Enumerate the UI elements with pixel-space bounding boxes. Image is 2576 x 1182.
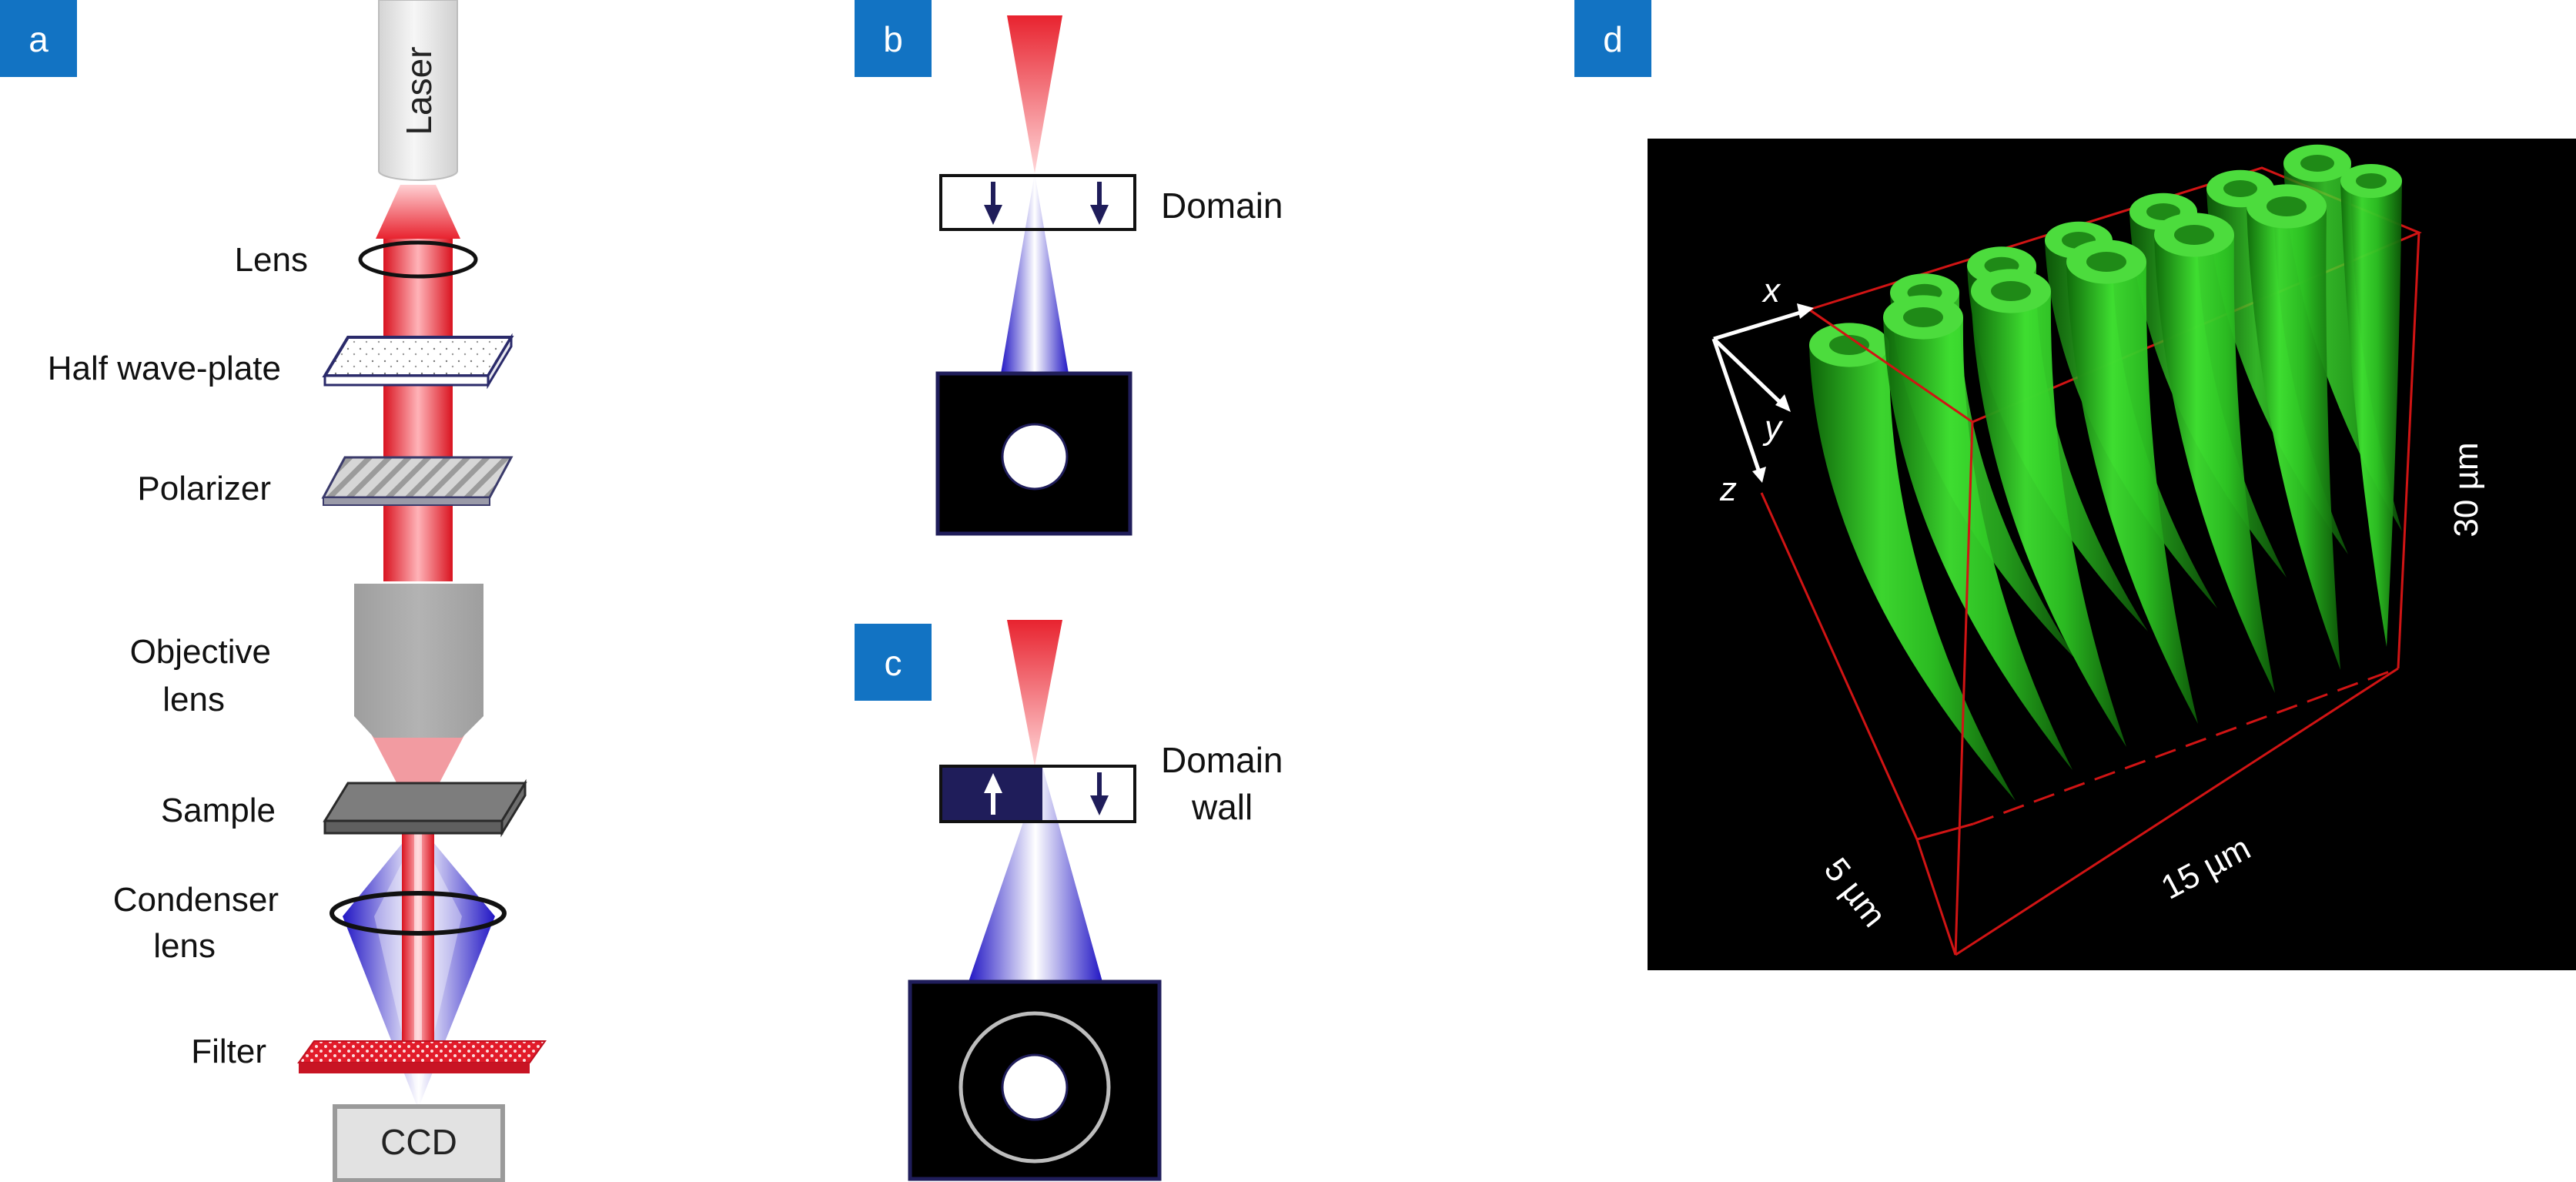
red-beam-focus-cone <box>362 716 474 824</box>
lens-icon <box>358 240 478 279</box>
condenser-lens-icon <box>330 891 507 936</box>
half-wave-plate-edge <box>323 374 490 387</box>
objective-lens-icon <box>354 584 483 738</box>
objective-label-line1: Objective <box>130 633 271 671</box>
red-beam-core <box>414 832 422 1070</box>
panel-c: c Domain wall <box>855 620 1283 1181</box>
c-domain-box <box>939 765 1136 823</box>
panel-a-tag-label: a <box>28 19 49 59</box>
polarizer-label: Polarizer <box>137 470 271 507</box>
c-domain-label-line1: Domain <box>1161 740 1283 780</box>
ccd-box <box>333 1104 505 1182</box>
panel-a-tag <box>0 0 77 77</box>
d-domain-column <box>1809 323 2016 801</box>
panel-c-tag <box>855 624 932 701</box>
objective-label-line2: lens <box>162 681 225 718</box>
panel-b-tag <box>855 0 932 77</box>
b-domain-box <box>939 174 1136 231</box>
ccd-label: CCD <box>380 1122 457 1162</box>
b-red-beam-cone <box>1007 15 1062 173</box>
d-axis-y-label: y <box>1762 409 1784 447</box>
panel-b: b Domain <box>855 0 1283 536</box>
panel-a: a Laser Lens Half wave-plate Polarizer O… <box>0 0 547 1182</box>
c-domain-arrow-up <box>984 773 1002 815</box>
panel-c-tag-label: c <box>885 643 902 683</box>
c-domain-arrow-down <box>1090 772 1109 815</box>
d-dim-height-label: 30 µm <box>2447 442 2485 537</box>
c-image-spot <box>1001 1053 1069 1121</box>
sample-label: Sample <box>161 792 276 829</box>
b-domain-label: Domain <box>1161 186 1283 226</box>
laser-source: Laser <box>378 0 458 181</box>
panel-d-tag <box>1574 0 1651 77</box>
condenser-label-line2: lens <box>153 927 216 965</box>
panel-d: d x y z <box>1574 0 2576 970</box>
filter-icon <box>297 1040 547 1063</box>
b-blue-cone <box>1001 173 1069 373</box>
c-domain-label-line2: wall <box>1191 787 1253 827</box>
polarizer-edge <box>323 497 490 506</box>
panel-d-tag-label: d <box>1603 19 1623 59</box>
sample-side <box>500 779 527 838</box>
c-red-beam-cone <box>1007 620 1062 766</box>
sample-edge <box>323 819 503 835</box>
lens-label: Lens <box>235 241 308 279</box>
laser-label: Laser <box>399 46 439 135</box>
b-image-frame <box>935 371 1132 536</box>
filter-edge <box>299 1063 530 1073</box>
half-wave-plate-label: Half wave-plate <box>48 350 281 387</box>
filter-label: Filter <box>191 1033 266 1070</box>
d-axis-z-label: z <box>1719 470 1737 508</box>
d-bbox-front <box>1760 308 2399 956</box>
b-domain-arrow-right <box>1090 182 1109 225</box>
half-wave-plate-icon <box>322 336 514 377</box>
d-axes-glyph <box>1711 303 1814 483</box>
d-domain-column <box>1883 295 2073 770</box>
red-beam-exit-cone <box>376 185 460 239</box>
sample-icon <box>323 782 527 822</box>
polarizer-icon <box>321 456 514 499</box>
b-image-spot <box>1001 423 1069 491</box>
c-blue-cone <box>969 766 1102 982</box>
d-domain-column <box>2066 239 2198 724</box>
d-domain-column <box>2246 184 2340 670</box>
d-domain-columns <box>1809 144 2402 801</box>
d-axis-x-label: x <box>1761 272 1781 310</box>
half-wave-plate-side <box>487 333 513 390</box>
d-domain-column <box>2340 164 2402 647</box>
c-image-ring <box>958 1011 1111 1164</box>
b-domain-arrow-left <box>984 182 1002 225</box>
d-domain-column <box>1971 269 2126 747</box>
d-domain-column <box>2154 213 2275 693</box>
panel-b-tag-label: b <box>883 19 903 59</box>
condenser-label-line1: Condenser <box>113 881 279 919</box>
red-beam-upper <box>383 239 453 581</box>
